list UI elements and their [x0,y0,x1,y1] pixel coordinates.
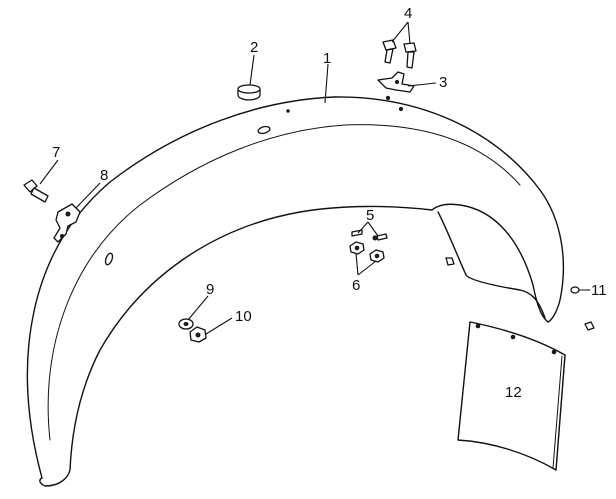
bolts-part [382,39,417,69]
small-fastener-part [445,257,595,331]
nut-part [189,326,207,343]
callout-5: 5 [366,207,374,224]
callout-3: 3 [439,74,447,91]
callout-1: 1 [323,50,331,67]
callout-4: 4 [404,5,412,22]
callout-8: 8 [100,167,108,184]
callout-12: 12 [505,384,522,401]
callout-10: 10 [235,308,252,325]
callout-labels: 1 2 3 4 5 6 7 8 9 10 11 12 [52,5,607,401]
mount-bracket-part [53,203,81,243]
callout-6: 6 [352,277,360,294]
screws-part [351,229,388,241]
nuts-part [349,241,385,263]
callout-7: 7 [52,144,60,161]
plug-part [237,84,261,101]
mud-flap-part [457,321,566,471]
callout-11: 11 [591,282,607,299]
clip-bracket-part [377,71,415,93]
callout-2: 2 [250,39,258,56]
mount-bolt-part [23,179,49,203]
leader-lines [39,21,590,335]
callout-9: 9 [206,281,214,298]
small-screw-part [570,286,587,294]
washer-part [178,318,194,330]
fender-body [26,95,565,487]
